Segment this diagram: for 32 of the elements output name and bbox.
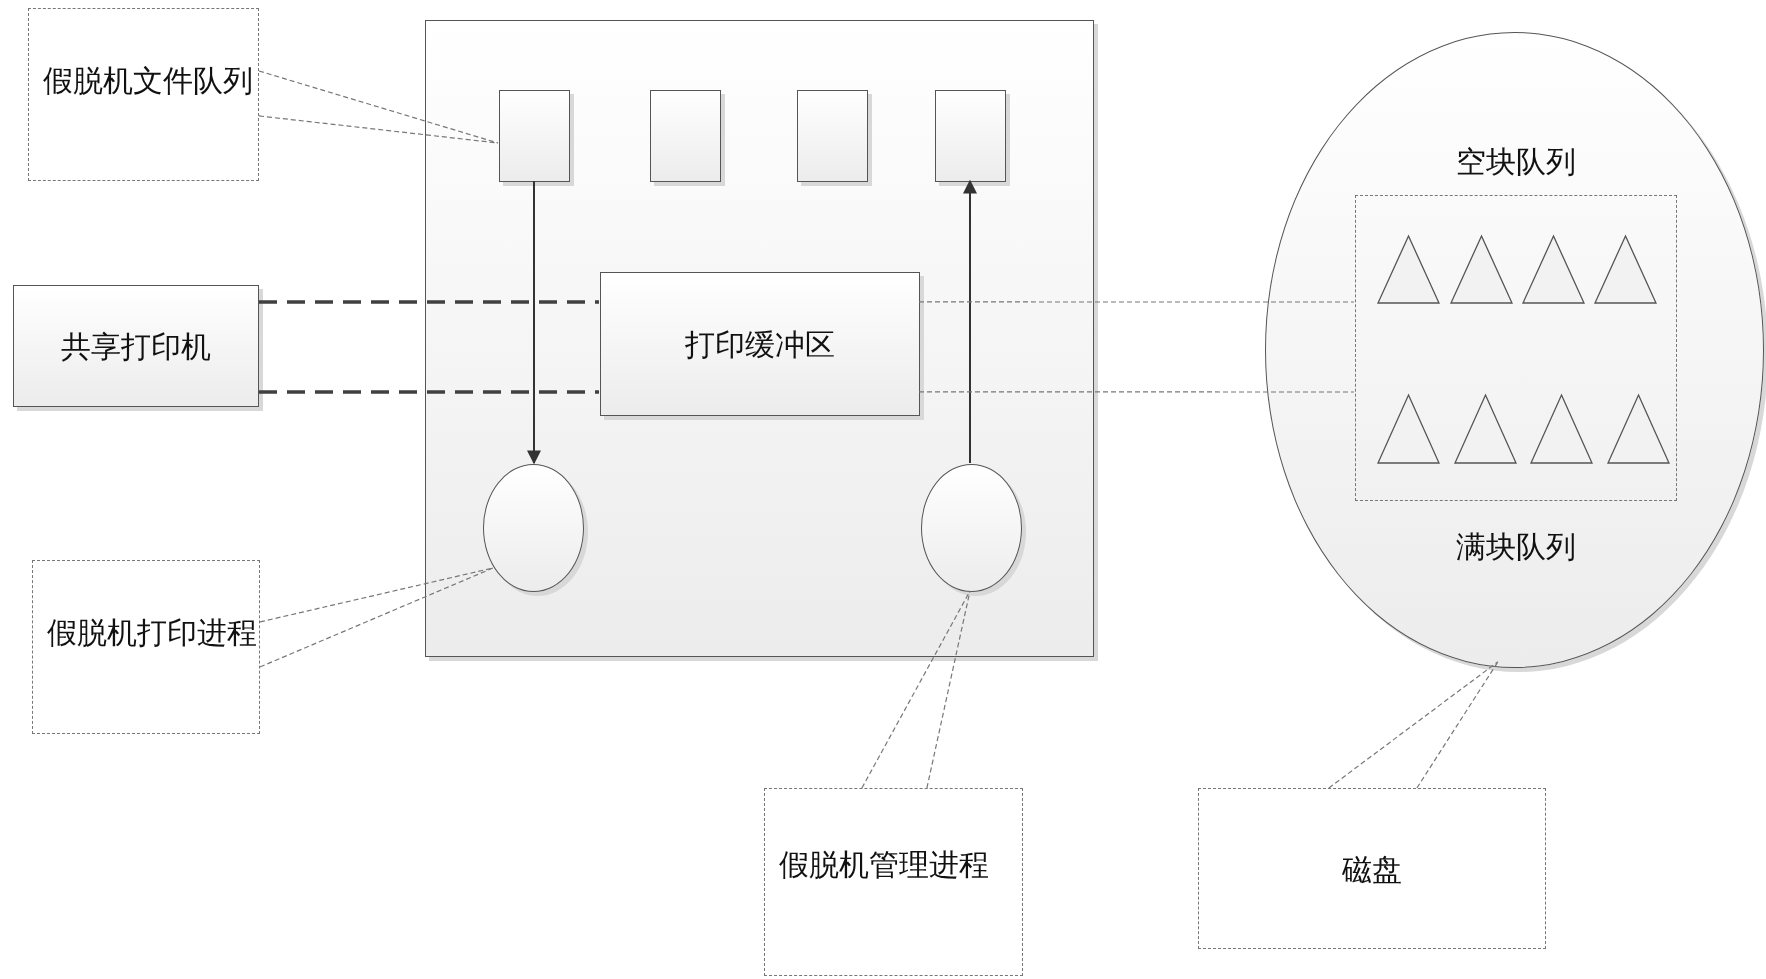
leader-line (1328, 661, 1499, 789)
callout-box (1198, 788, 1546, 949)
queue-label: 满块队列 (1455, 528, 1577, 566)
callout-box (28, 8, 259, 181)
leader-line (1416, 661, 1499, 789)
leader-line (258, 70, 499, 144)
block-triangle (1594, 235, 1657, 304)
callout-box (764, 788, 1023, 976)
node-label: 打印缓冲区 (684, 326, 836, 364)
arrow (963, 179, 977, 464)
block-triangle (1377, 394, 1440, 464)
leader-line (926, 590, 971, 789)
block-triangle (1607, 394, 1670, 464)
block-triangle (1450, 235, 1513, 304)
dashed-connector (259, 300, 599, 304)
callout-text: 假脱机打印进程 (47, 614, 257, 653)
block-triangle (1454, 394, 1517, 464)
leader-line (259, 567, 494, 668)
block-triangle (1522, 235, 1585, 304)
dashed-connector (918, 301, 1355, 303)
dashed-connector (259, 390, 599, 394)
callout-text: 假脱机管理进程 (779, 846, 989, 885)
dashed-connector (918, 391, 1355, 393)
callout-box (32, 560, 260, 734)
callout-text: 假脱机文件队列 (43, 61, 253, 100)
callout-text: 磁盘 (1341, 850, 1403, 889)
leader-line (258, 115, 499, 144)
queue-label: 空块队列 (1455, 143, 1577, 181)
block-triangle (1530, 394, 1593, 464)
arrow (527, 180, 541, 465)
block-triangle (1377, 235, 1440, 304)
node-label: 共享打印机 (60, 328, 212, 366)
